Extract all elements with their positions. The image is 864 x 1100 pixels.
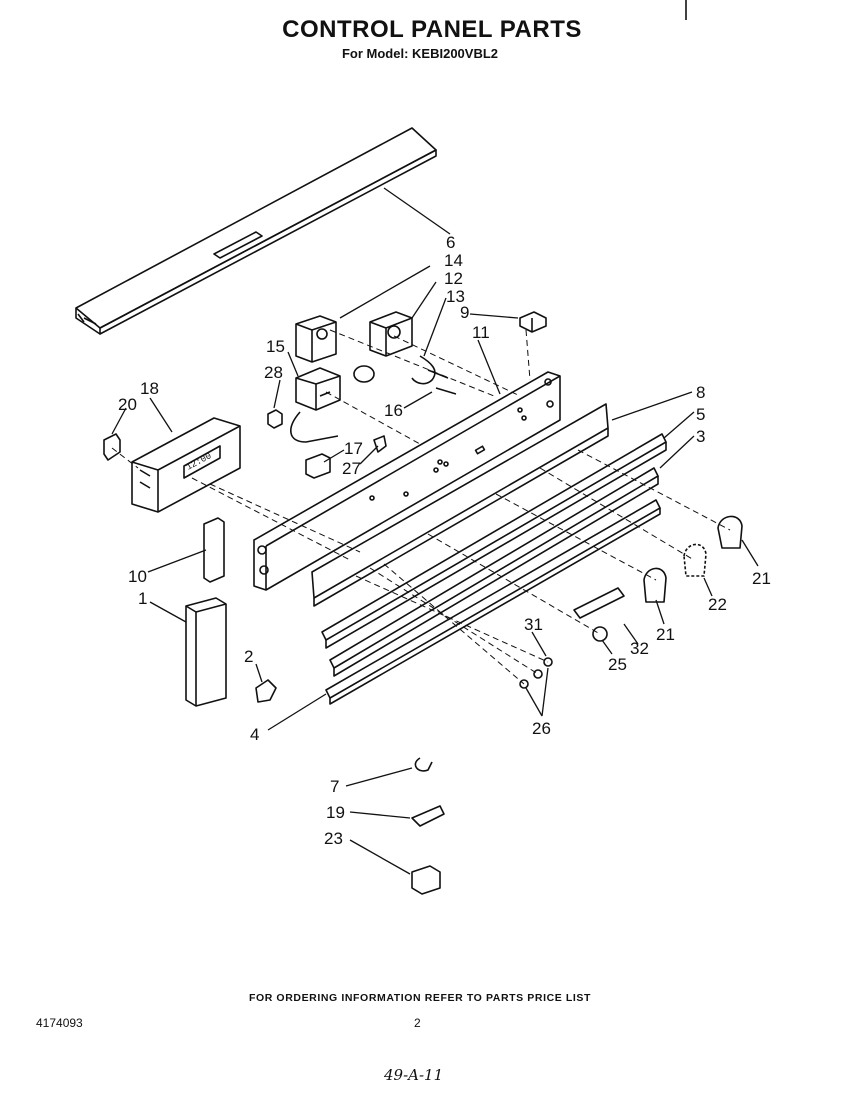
part-9-clip — [519, 311, 547, 333]
part-32-plate — [573, 587, 625, 619]
part-26-screw — [533, 669, 543, 679]
callout-32: 32 — [630, 639, 649, 658]
assembly-lines — [111, 329, 731, 685]
part-7-clip — [414, 757, 433, 772]
callout-22: 22 — [708, 595, 727, 614]
callout-12: 12 — [444, 269, 463, 288]
part-13-harness — [411, 355, 457, 395]
callout-8: 8 — [696, 383, 705, 402]
page-title: CONTROL PANEL PARTS — [282, 16, 582, 43]
part-16-coil — [353, 365, 375, 383]
part-11-control-panel — [253, 371, 561, 591]
callout-18: 18 — [140, 379, 159, 398]
callout-21-right: 21 — [752, 569, 771, 588]
document-number: 4174093 — [36, 1016, 83, 1030]
callout-25: 25 — [608, 655, 627, 674]
handwritten-note: 49-A-11 — [384, 1066, 444, 1084]
callout-26: 26 — [532, 719, 551, 738]
part-16-wire — [290, 411, 339, 443]
part-5-trim-strip — [321, 433, 667, 649]
part-23-block — [411, 865, 441, 895]
part-2-knob — [255, 679, 277, 703]
callout-21: 21 — [656, 625, 675, 644]
model-subtitle: For Model: KEBI200VBL2 — [341, 46, 499, 61]
callout-16: 16 — [384, 401, 403, 420]
part-10-bracket — [203, 517, 225, 583]
page-number: 2 — [414, 1016, 421, 1030]
callout-28: 28 — [264, 363, 283, 382]
callout-31: 31 — [524, 615, 543, 634]
part-28-connector — [267, 409, 283, 429]
callout-labels: 6 14 12 13 9 11 15 28 16 18 20 17 27 8 5… — [118, 233, 771, 848]
part-21-knob — [717, 515, 743, 549]
callout-17: 17 — [344, 439, 363, 458]
callout-19: 19 — [326, 803, 345, 822]
callout-5: 5 — [696, 405, 705, 424]
part-8-overlay — [311, 403, 609, 607]
part-18-clock: 12:00 — [131, 417, 241, 513]
part-20-bracket — [103, 433, 121, 461]
callout-14: 14 — [444, 251, 463, 270]
callout-7: 7 — [330, 777, 339, 796]
callout-9: 9 — [460, 303, 469, 322]
part-14-switch — [295, 315, 337, 363]
callout-23: 23 — [324, 829, 343, 848]
callout-3: 3 — [696, 427, 705, 446]
part-1-end-cap — [185, 597, 227, 707]
callout-15: 15 — [266, 337, 285, 356]
part-6-top-trim — [75, 127, 437, 335]
part-22-knob — [683, 543, 707, 577]
part-3-trim-strip — [329, 467, 659, 677]
callout-27: 27 — [342, 459, 361, 478]
callout-11: 11 — [472, 323, 490, 342]
ordering-info-note: FOR ORDERING INFORMATION REFER TO PARTS … — [248, 992, 592, 1004]
part-12-switch — [369, 311, 413, 357]
callout-1: 1 — [138, 589, 147, 608]
part-17-bracket — [305, 453, 331, 479]
callout-10: 10 — [128, 567, 147, 586]
callout-2: 2 — [244, 647, 253, 666]
callout-20: 20 — [118, 395, 137, 414]
part-19-bracket — [411, 805, 445, 827]
callout-6: 6 — [446, 233, 455, 252]
leader-lines — [111, 187, 759, 875]
part-25-nut — [592, 626, 608, 642]
part-21-knob-2 — [643, 567, 667, 603]
callout-13: 13 — [446, 287, 465, 306]
callout-4: 4 — [250, 725, 259, 744]
part-4-lower-trim — [325, 499, 661, 705]
part-15-transformer — [295, 367, 341, 411]
part-27-clip — [373, 435, 387, 453]
